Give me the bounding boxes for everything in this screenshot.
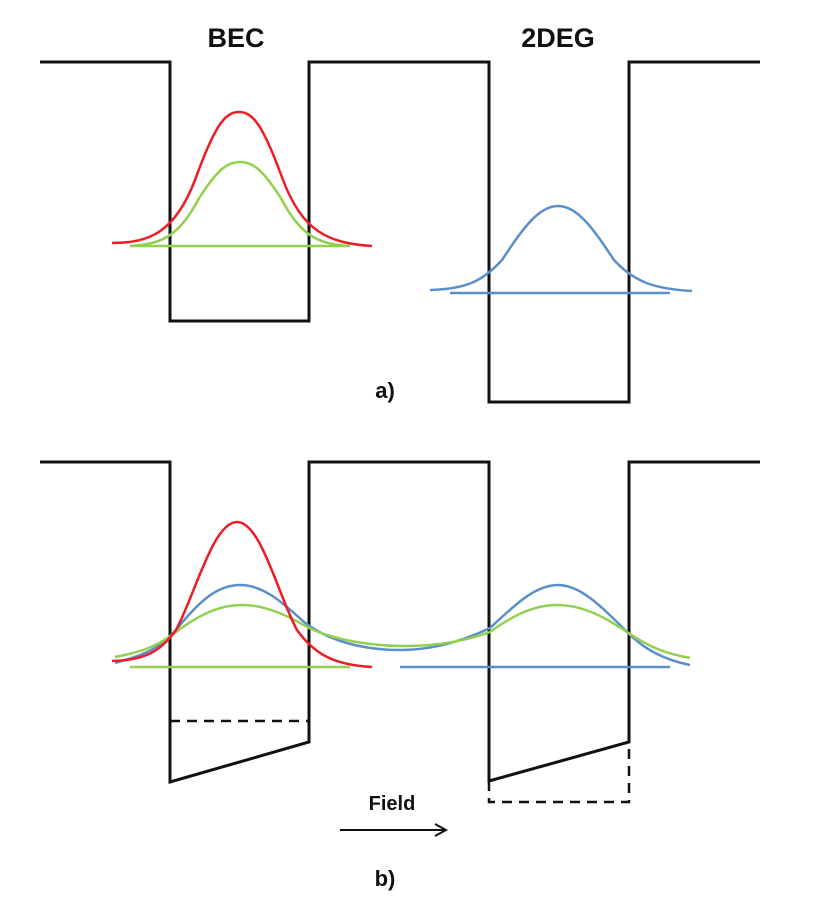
panel-b-label: b) — [375, 866, 396, 891]
panel-a-label: a) — [375, 378, 395, 403]
panel-a-well-profile — [40, 60, 760, 404]
field-arrow — [340, 823, 449, 837]
panel-b-2deg-dashed-bottom — [487, 742, 631, 804]
panel-a-bec-green-wavefunction — [129, 160, 351, 248]
2deg-label: 2DEG — [521, 23, 595, 53]
panel-b-blue-wavefunction — [114, 583, 691, 667]
bec-label: BEC — [207, 23, 264, 53]
panel-b-green-wavefunction — [114, 603, 691, 660]
panel-b-red-wavefunction — [111, 520, 373, 669]
panel-a-2deg-wavefunction — [429, 204, 693, 293]
panel-a — [40, 60, 760, 404]
panel-a-bec-red-wavefunction — [111, 110, 373, 248]
panel-b-well-profile — [40, 460, 760, 784]
panel-b — [40, 460, 760, 804]
field-label: Field — [369, 793, 416, 815]
